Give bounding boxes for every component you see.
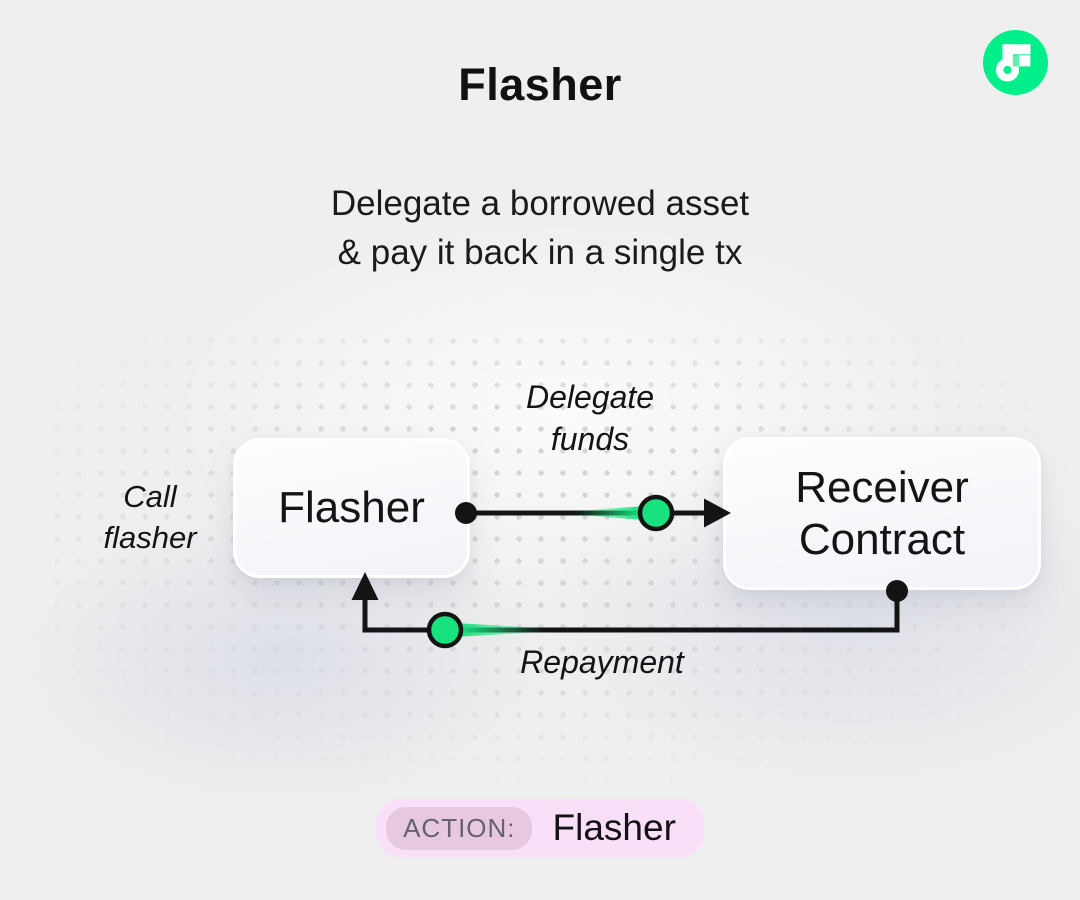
edge-label-delegate-funds: Delegate funds bbox=[525, 379, 655, 457]
delegate-token-icon bbox=[637, 494, 675, 532]
page-title: Flasher bbox=[458, 59, 622, 110]
node-flasher: Flasher bbox=[233, 438, 470, 578]
repayment-token-trail bbox=[460, 623, 542, 637]
action-badge-label: ACTION: bbox=[386, 806, 533, 850]
node-flasher-label: Flasher bbox=[278, 483, 425, 532]
flow-logo-icon bbox=[983, 30, 1048, 95]
delegate-funds-arrow bbox=[455, 494, 731, 532]
node-receiver-label: Receiver Contract bbox=[795, 462, 969, 564]
node-receiver: Receiver Contract bbox=[723, 437, 1041, 590]
page-subtitle: Delegate a borrowed asset & pay it back … bbox=[330, 184, 750, 272]
delegate-token-trail bbox=[576, 506, 642, 520]
flow-logo-svg bbox=[983, 30, 1048, 95]
call-flasher-label: Call flasher bbox=[103, 479, 197, 555]
edge-label-repayment: Repayment bbox=[520, 644, 684, 680]
action-badge: ACTION: Flasher bbox=[376, 799, 704, 857]
action-badge-value: Flasher bbox=[552, 807, 676, 848]
